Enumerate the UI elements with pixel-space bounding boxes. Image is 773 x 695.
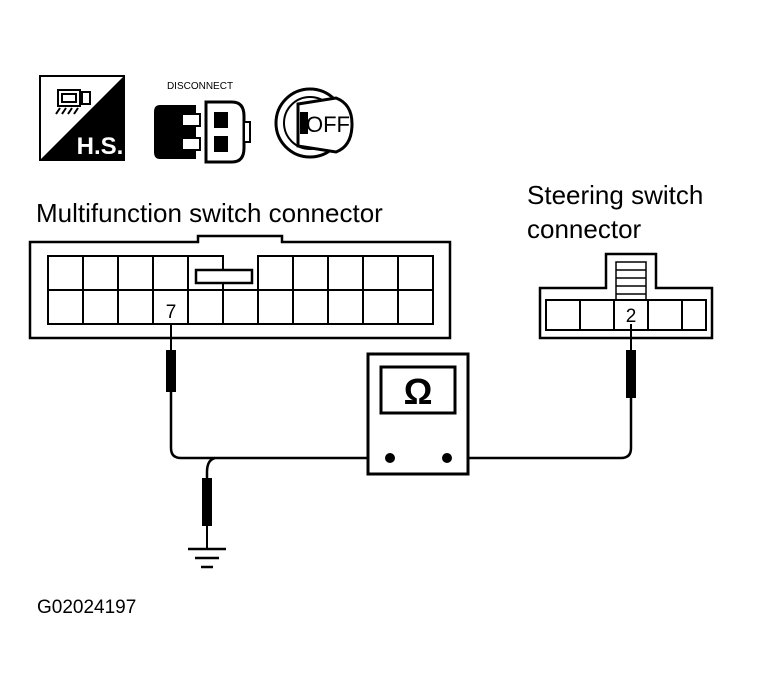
multifunction-connector-title: Multifunction switch connector xyxy=(36,198,383,228)
disconnect-icon-label: DISCONNECT xyxy=(167,81,233,92)
probe-pin-7 xyxy=(166,324,176,448)
probe-pin-2 xyxy=(626,324,636,448)
multifunction-switch-connector: 7 xyxy=(28,234,452,340)
multifunction-pin-number: 7 xyxy=(166,302,177,323)
ignition-off-label: OFF xyxy=(306,112,350,137)
steering-connector-title-line2: connector xyxy=(527,214,642,244)
ground-icon xyxy=(188,547,226,569)
disconnect-icon: DISCONNECT xyxy=(154,81,251,164)
test-wiring xyxy=(169,447,633,478)
figure-code: G02024197 xyxy=(37,597,136,618)
steering-pin-number: 2 xyxy=(626,306,637,327)
ohm-symbol: Ω xyxy=(404,371,433,412)
ohmmeter-left-terminal xyxy=(385,453,395,463)
steering-connector-title-line1: Steering switch xyxy=(527,180,703,210)
ignition-off-icon: OFF xyxy=(274,87,354,159)
ground-probe xyxy=(202,478,212,548)
hs-icon: H.S. xyxy=(39,75,125,161)
hs-icon-label: H.S. xyxy=(77,133,124,160)
ohmmeter-right-terminal xyxy=(442,453,452,463)
ohmmeter: Ω xyxy=(366,352,470,476)
steering-switch-connector: 2 xyxy=(538,252,714,340)
